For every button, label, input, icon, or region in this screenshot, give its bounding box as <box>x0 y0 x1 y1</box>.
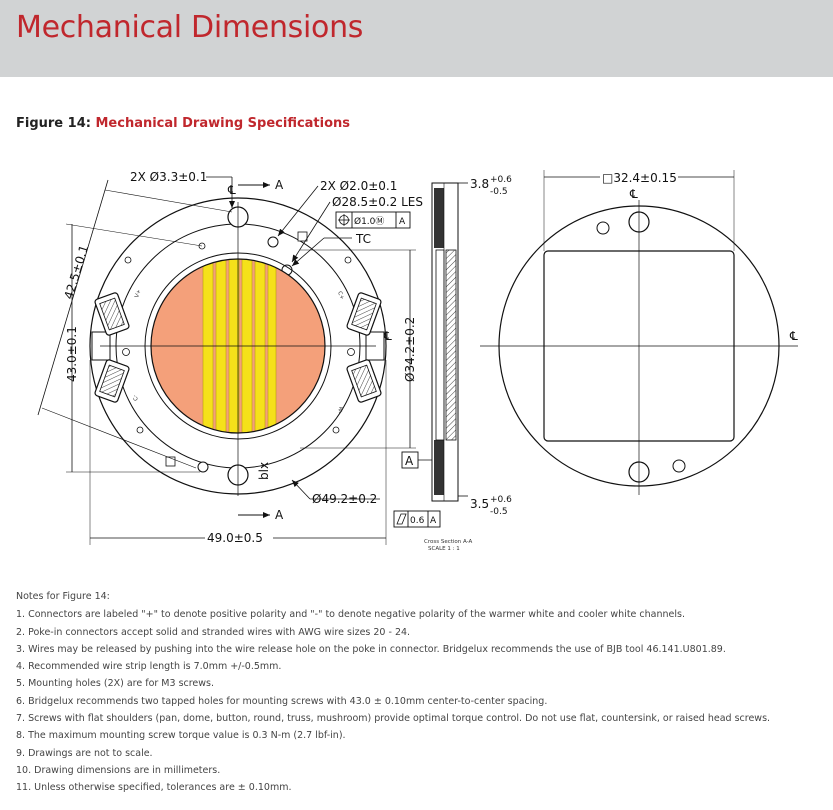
depth-top-minus: -0.5 <box>490 187 508 197</box>
depth-bot-base: 3.5 <box>470 497 489 511</box>
position-tolerance-value: Ø1.0Ⓜ <box>354 216 384 227</box>
page-title: Mechanical Dimensions <box>16 10 364 45</box>
label-wminus: W- <box>336 405 344 414</box>
tapped-hole-bottom <box>197 461 209 473</box>
drawing-canvas: V+ C- C+ W- <box>37 170 798 552</box>
cross-section-label: Cross Section A-A <box>424 539 473 545</box>
flatness-frame: 0.6 A <box>393 510 441 528</box>
note-item: 9. Drawings are not to scale. <box>16 747 153 759</box>
label-mounting-holes: 2X Ø3.3±0.1 <box>130 170 207 184</box>
position-tolerance-frame: Ø1.0Ⓜ A <box>335 211 411 229</box>
figure-label: Figure 14: <box>16 116 91 131</box>
page-header: Mechanical Dimensions <box>0 0 833 77</box>
label-cminus: C- <box>132 394 140 402</box>
label-les-diameter: Ø28.5±0.2 LES <box>332 195 423 209</box>
position-tolerance-datum: A <box>399 217 406 227</box>
datum-a-side: A <box>405 454 414 468</box>
note-item: 6. Bridgelux recommends two tapped holes… <box>16 695 548 707</box>
centerline-right: ℄ <box>789 329 798 343</box>
note-item: 5. Mounting holes (2X) are for M3 screws… <box>16 678 215 690</box>
note-item: 1. Connectors are labeled "+" to denote … <box>16 609 685 621</box>
mechanical-drawing: V+ C- C+ W- <box>0 150 833 570</box>
top-view: V+ C- C+ W- <box>37 170 440 545</box>
label-tc: TC <box>355 232 371 246</box>
connector-vplus <box>94 292 130 336</box>
connector-wminus <box>346 359 382 403</box>
depth-bot-plus: +0.6 <box>490 495 512 505</box>
notes-title: Notes for Figure 14: <box>16 591 110 602</box>
label-vplus: V+ <box>134 288 143 298</box>
dim-square: □32.4±0.15 <box>602 171 677 185</box>
connector-cplus <box>346 292 382 336</box>
figure-title: Mechanical Drawing Specifications <box>95 116 351 131</box>
dim-49-2: Ø49.2±0.2 <box>312 492 377 506</box>
note-item: 2. Poke-in connectors accept solid and s… <box>16 626 411 638</box>
dim-34-2: Ø34.2±0.2 <box>403 317 417 382</box>
dim-42-5: 42.5±0.1 <box>61 243 91 301</box>
centerline-symbol-right-inner: ℄ <box>383 329 392 343</box>
label-cplus: C+ <box>336 291 345 301</box>
note-item: 11. Unless otherwise specified, toleranc… <box>16 782 292 794</box>
connector-cminus <box>94 359 130 403</box>
figure-caption: Figure 14: Mechanical Drawing Specificat… <box>16 116 350 131</box>
centerline-symbol: ℄ <box>227 183 236 197</box>
dim-43-0: 43.0±0.1 <box>65 326 79 382</box>
section-marker-top: A <box>275 178 284 192</box>
section-marker-bottom: A <box>275 508 284 522</box>
label-tapped-holes: 2X Ø2.0±0.1 <box>320 179 397 193</box>
note-item: 4. Recommended wire strip length is 7.0m… <box>16 661 282 673</box>
flatness-datum: A <box>430 516 437 526</box>
depth-top-plus: +0.6 <box>490 175 512 185</box>
depth-bot-minus: -0.5 <box>490 507 508 517</box>
note-item: 7. Screws with flat shoulders (pan, dome… <box>16 713 771 725</box>
note-item: 3. Wires may be released by pushing into… <box>16 643 726 655</box>
centerline-top: ℄ <box>629 187 638 201</box>
note-item: 8. The maximum mounting screw torque val… <box>16 730 346 742</box>
bottom-mark: blx <box>257 462 271 480</box>
flatness-value: 0.6 <box>410 516 425 526</box>
bottom-view: □32.4±0.15 ℄ ℄ <box>480 170 798 495</box>
depth-top-base: 3.8 <box>470 177 489 191</box>
tapped-hole-top <box>267 236 279 248</box>
figure-notes: Notes for Figure 14: 1. Connectors are l… <box>16 588 770 797</box>
cross-section-view: 3.8 +0.6 -0.5 3.5 +0.6 -0.5 0.6 A Cross … <box>393 175 512 552</box>
dim-49-0: 49.0±0.5 <box>207 531 263 545</box>
note-item: 10. Drawing dimensions are in millimeter… <box>16 764 221 776</box>
scale-label: SCALE 1 : 1 <box>428 546 460 552</box>
